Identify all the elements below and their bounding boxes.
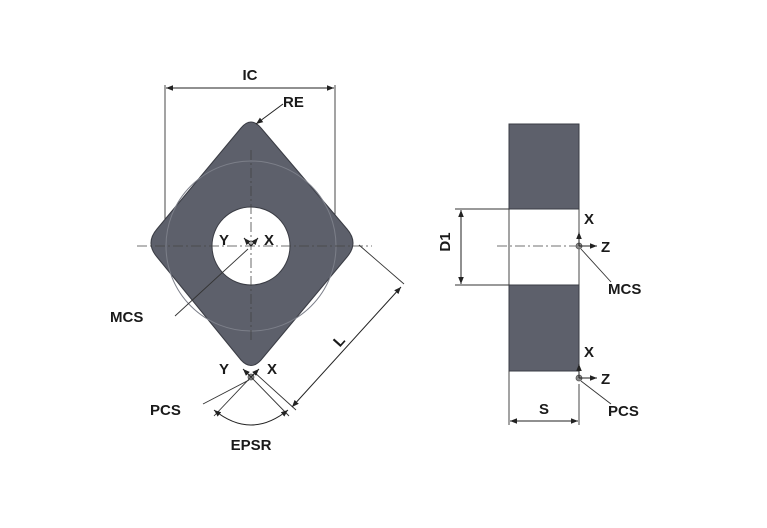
ic-label: IC (243, 67, 258, 84)
l-dimension-line (291, 286, 402, 408)
side-pcs-z-label: Z (601, 371, 610, 388)
pcs-label: PCS (150, 402, 181, 419)
top-view: IC RE Y X MCS L Y X PCS (110, 67, 405, 454)
side-body-lower (508, 284, 580, 372)
pcs-x-label: X (267, 361, 277, 378)
mcs-label: MCS (110, 309, 143, 326)
s-label: S (539, 401, 549, 418)
mcs-y-axis (243, 237, 252, 247)
pcs-y-label: Y (219, 361, 229, 378)
epsr-extension-left (213, 376, 252, 417)
mcs-y-label: Y (219, 232, 229, 249)
side-pcs-leader (580, 380, 612, 405)
epsr-extension-right (250, 376, 290, 417)
pcs-y-axis (242, 368, 252, 378)
side-pcs-x-label: X (584, 344, 594, 361)
pcs-leader (202, 379, 250, 405)
re-label: RE (283, 94, 304, 111)
mcs-x-axis (250, 237, 259, 247)
mcs-leader (174, 248, 249, 317)
epsr-arc (213, 409, 289, 426)
epsr-label: EPSR (231, 437, 272, 454)
l-extension-bottom (253, 371, 297, 411)
d1-label: D1 (437, 232, 454, 251)
re-leader (255, 103, 284, 125)
side-view: D1 X Z MCS X Z PCS S (437, 123, 641, 425)
side-mcs-x-label: X (584, 211, 594, 228)
side-pcs-label: PCS (608, 403, 639, 420)
side-mcs-leader (580, 248, 612, 283)
side-mcs-z-label: Z (601, 239, 610, 256)
side-body-upper (508, 123, 580, 210)
l-extension-top (358, 244, 405, 285)
side-mcs-label: MCS (608, 281, 641, 298)
pcs-x-axis (250, 368, 260, 378)
mcs-x-label: X (264, 232, 274, 249)
